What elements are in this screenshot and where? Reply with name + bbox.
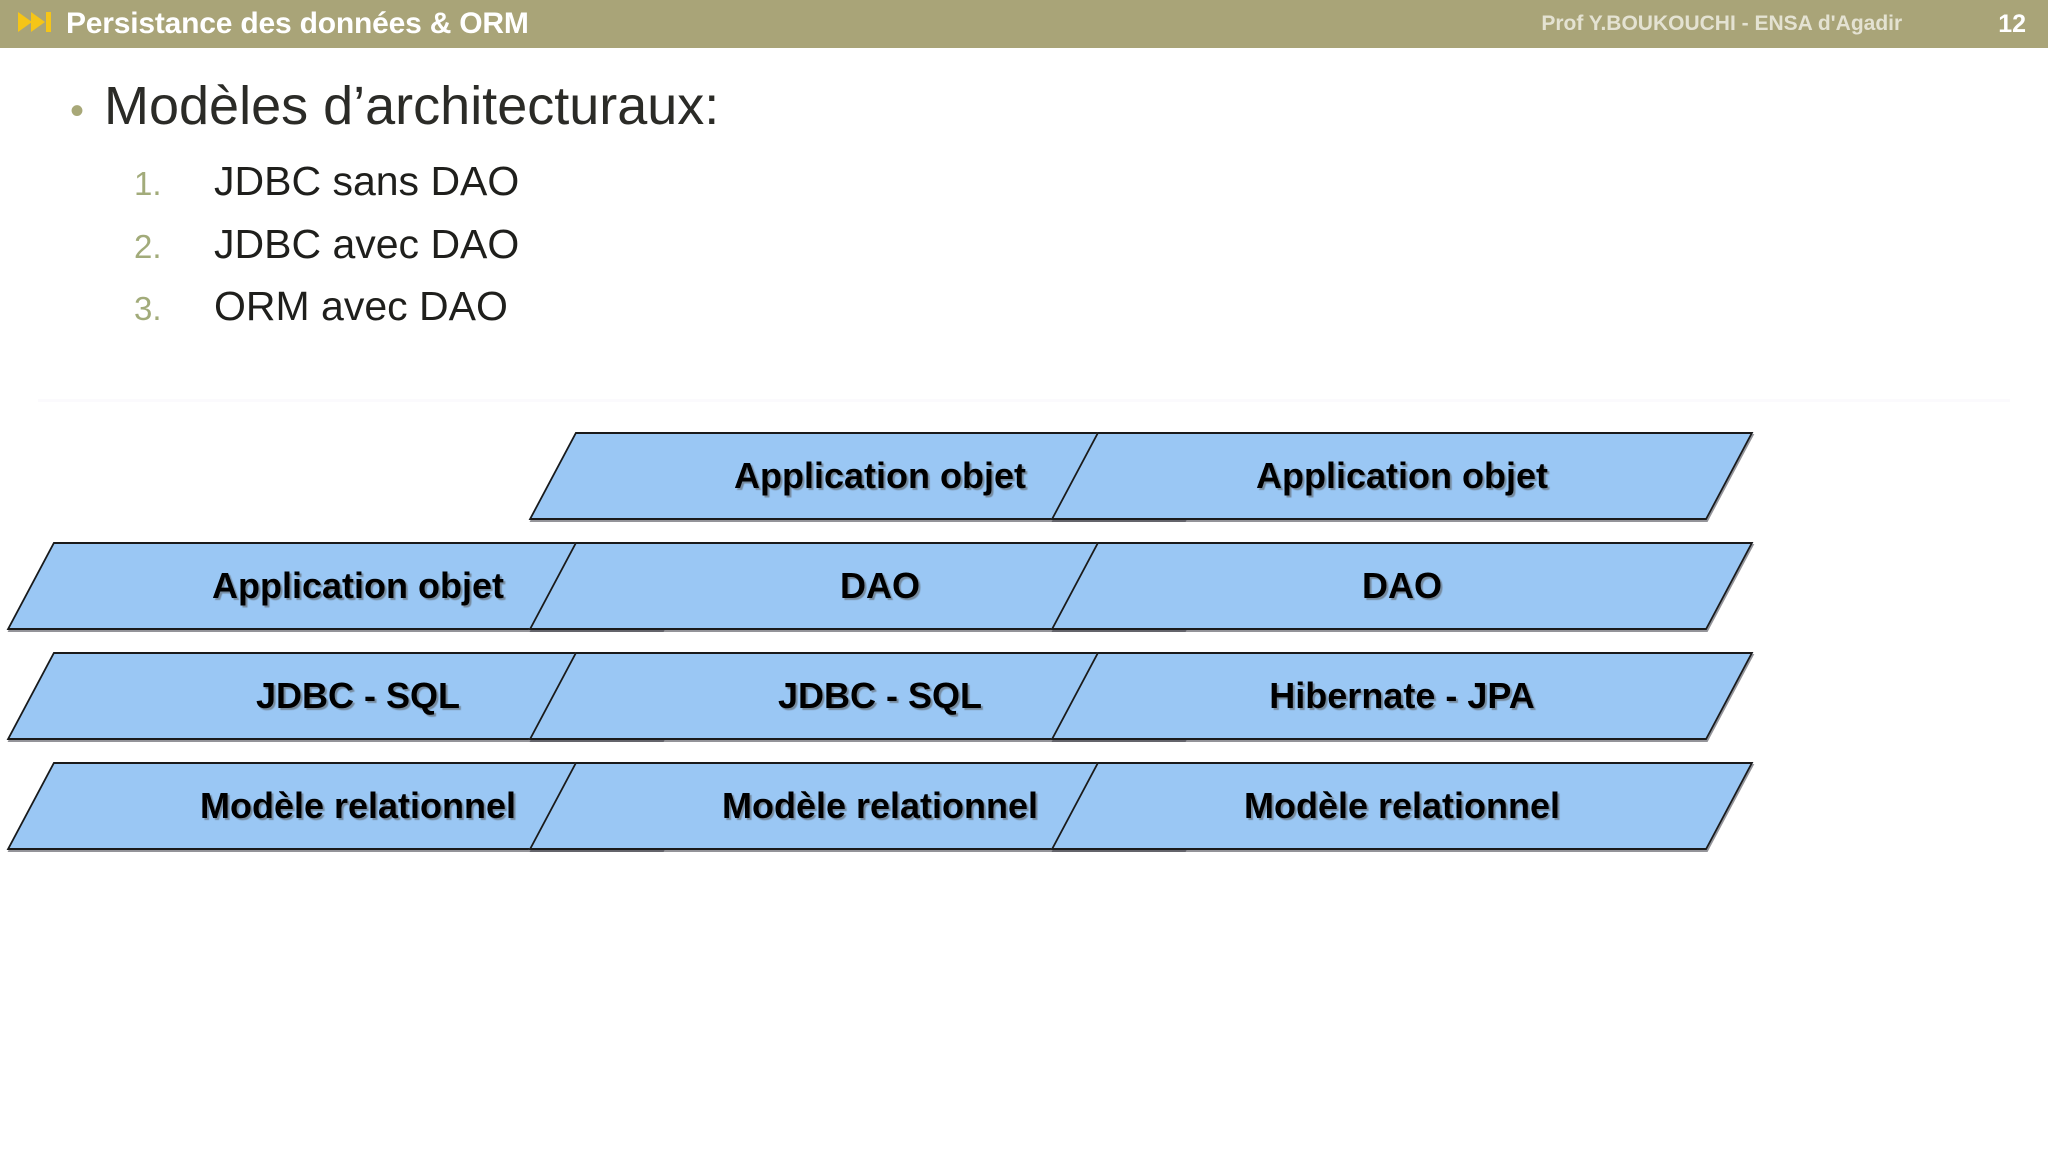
parallelogram-shape	[1050, 432, 1754, 520]
list-item: 2. JDBC avec DAO	[134, 221, 519, 268]
list-item-label: JDBC sans DAO	[214, 158, 520, 204]
list-item-number: 3.	[134, 290, 162, 327]
diagram-layer-orm-avec-dao-1: DAO	[1050, 542, 1754, 630]
slide-header-bar: Persistance des données & ORM Prof Y.BOU…	[0, 0, 2048, 48]
header-right-group: Prof Y.BOUKOUCHI - ENSA d'Agadir 12	[1541, 10, 2048, 39]
list-item-label: ORM avec DAO	[214, 283, 508, 329]
header-author-label: Prof Y.BOUKOUCHI - ENSA d'Agadir	[1541, 12, 1903, 35]
list-item-label: JDBC avec DAO	[214, 221, 520, 267]
diagram-layer-orm-avec-dao-0: Application objet	[1050, 432, 1754, 520]
bullet-item-architecture-models: • Modèles d’architecturaux:	[70, 78, 719, 135]
parallelogram-shape	[1050, 652, 1754, 740]
bullet-marker-icon: •	[70, 89, 85, 133]
slide-number: 12	[1998, 9, 2026, 38]
diagram-layer-orm-avec-dao-3: Modèle relationnel	[1050, 762, 1754, 850]
fast-forward-icon	[18, 10, 52, 39]
list-item-number: 2.	[134, 228, 162, 265]
divider	[38, 399, 2010, 402]
parallelogram-shape	[1050, 762, 1754, 850]
slide-content: • Modèles d’architecturaux: 1. JDBC sans…	[0, 48, 2048, 1152]
page-title: Persistance des données & ORM	[66, 7, 529, 40]
list-item-number: 1.	[134, 165, 162, 202]
bullet-item-label: Modèles d’architecturaux:	[104, 76, 720, 136]
list-item: 3. ORM avec DAO	[134, 283, 508, 330]
list-item: 1. JDBC sans DAO	[134, 158, 519, 205]
parallelogram-shape	[1050, 542, 1754, 630]
diagram-layer-orm-avec-dao-2: Hibernate - JPA	[1050, 652, 1754, 740]
